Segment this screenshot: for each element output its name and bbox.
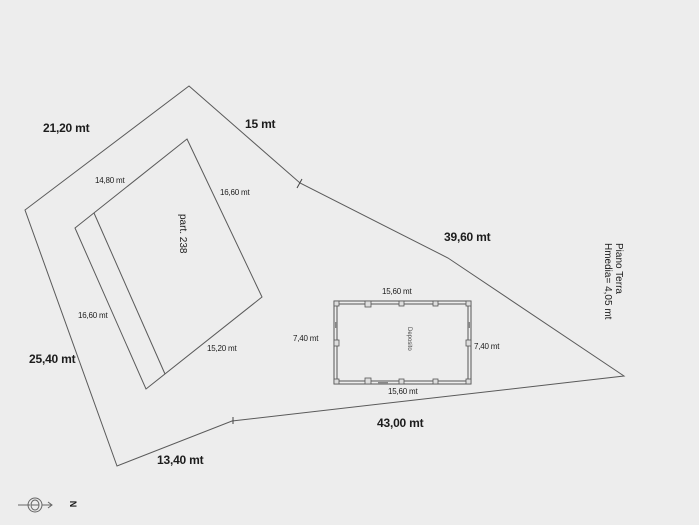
deposito-label: Deposito xyxy=(406,327,412,351)
parcel-238-strip-line xyxy=(93,212,166,375)
boundary-tick xyxy=(296,178,303,189)
dim-outer-north-east: 15 mt xyxy=(245,117,276,131)
dim-deposito-top: 15,60 mt xyxy=(382,287,412,296)
dim-parcel-bottom: 15,20 mt xyxy=(207,344,237,353)
parcel-238-label: part. 238 xyxy=(177,214,188,254)
dim-outer-south-east: 43,00 mt xyxy=(377,416,424,430)
deposito-building xyxy=(333,300,472,385)
dim-outer-west: 25,40 mt xyxy=(29,352,76,366)
dim-deposito-right: 7,40 mt xyxy=(474,342,500,351)
dim-outer-south-west: 13,40 mt xyxy=(157,453,204,467)
dim-outer-east-upper: 39,60 mt xyxy=(444,230,491,244)
dim-parcel-right: 16,60 mt xyxy=(220,188,250,197)
outer-boundary xyxy=(24,85,626,467)
dim-parcel-left: 16,60 mt xyxy=(78,311,108,320)
parcel-238-outline xyxy=(74,138,263,390)
dim-deposito-bottom: 15,60 mt xyxy=(388,387,418,396)
plan-title-floor: Piano Terra xyxy=(613,243,624,294)
dim-deposito-left: 7,40 mt xyxy=(293,334,319,343)
dim-parcel-top: 14,80 mt xyxy=(95,176,125,185)
north-arrow-icon xyxy=(18,497,53,513)
dim-outer-north-west: 21,20 mt xyxy=(43,121,90,135)
north-label: N xyxy=(68,500,79,508)
plan-title-block: Piano Terra Hmedia= 4,05 mt xyxy=(602,243,624,319)
plan-title-height: Hmedia= 4,05 mt xyxy=(602,243,613,320)
